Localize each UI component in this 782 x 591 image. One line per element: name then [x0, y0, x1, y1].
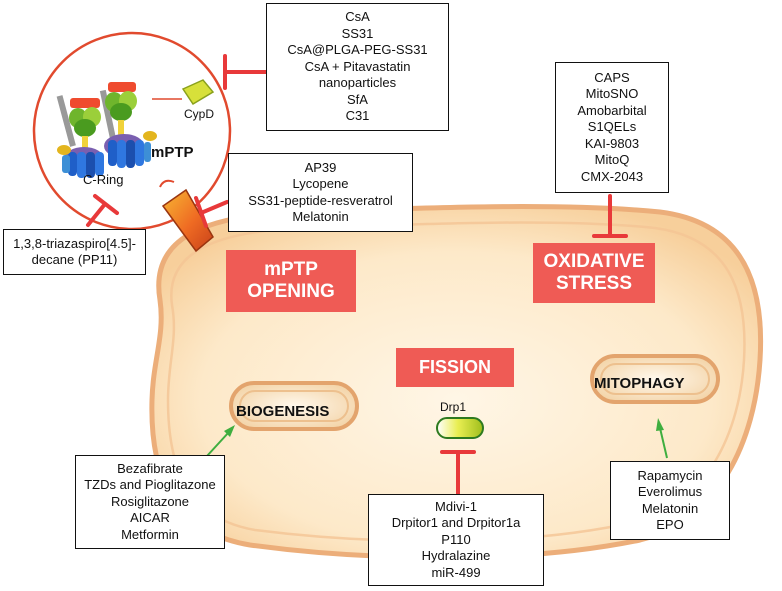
fission-label: FISSION [396, 348, 514, 387]
csa-drug-box: CsA SS31 CsA@PLGA-PEG-SS31 CsA + Pitavas… [266, 3, 449, 131]
drug-name: decane (PP11) [31, 252, 118, 267]
drp1-capsule [436, 417, 484, 439]
drug-name: CsA [345, 9, 370, 25]
mptp-complex [32, 31, 232, 231]
inhibit-channel [194, 196, 229, 228]
fission-drug-box: Mdivi-1 Drpitor1 and Drpitor1a P110 Hydr… [368, 494, 544, 586]
drug-name: Metformin [121, 526, 179, 542]
drug-name: Mdivi-1 [435, 498, 477, 514]
drug-name: C31 [345, 108, 370, 124]
inhibit-drp1 [440, 450, 476, 496]
drug-name: miR-499 [431, 564, 481, 580]
atp-synthase-right-icon [99, 82, 157, 168]
process-label-line: FISSION [418, 357, 491, 377]
drug-name: AP39 [304, 159, 337, 175]
drug-name: SS31-peptide-resveratrol [248, 192, 393, 208]
drug-name: Melatonin [292, 209, 349, 224]
drug-name: Bezafibrate [117, 460, 183, 476]
drug-name: KAI-9803 [584, 135, 640, 151]
biogenesis-label: BIOGENESIS [236, 403, 330, 420]
pore-connector [159, 179, 175, 188]
drug-name: 1,3,8-triazaspiro[4.5]- [13, 235, 136, 251]
drug-name: Drpitor1 and Drpitor1a [391, 515, 521, 531]
biogenesis-drug-box: Bezafibrate TZDs and Pioglitazone Rosigl… [75, 455, 225, 549]
inhibit-cypd [223, 54, 268, 90]
drug-name: Lycopene [292, 176, 349, 191]
drug-name: Hydralazine [421, 548, 491, 564]
drug-name: P110 [441, 531, 471, 547]
drug-name: AICAR [130, 510, 170, 526]
drug-name: CAPS [594, 69, 630, 85]
process-label-line: OPENING [247, 281, 335, 302]
drp1-label: Drp1 [440, 400, 467, 414]
mptp-opening-label: mPTP OPENING [226, 250, 356, 312]
drug-name: S1QELs [587, 119, 637, 135]
drug-name: MitoSNO [585, 86, 639, 102]
cypd-label: CypD [184, 107, 215, 121]
inhibit-oxidative [592, 194, 628, 238]
mptp-label: mPTP [151, 144, 194, 161]
cypd-icon [181, 79, 215, 106]
drug-name: CMX-2043 [580, 168, 644, 184]
drug-name: Melatonin [641, 500, 699, 516]
mitophagy-drug-box: Rapamycin Everolimus Melatonin EPO [610, 461, 730, 540]
cring-label: C-Ring [83, 172, 124, 187]
drug-name: TZDs and Pioglitazone [84, 477, 216, 493]
oxidative-stress-label: OXIDATIVE STRESS [533, 243, 655, 303]
drug-name: nanoparticles [318, 75, 397, 91]
atp-synthase-left-icon [56, 95, 104, 178]
oxidative-drug-box: CAPS MitoSNO Amobarbital S1QELs KAI-9803… [555, 62, 669, 193]
ap39-drug-box: AP39 Lycopene SS31-peptide-resveratrol M… [228, 153, 413, 232]
drug-name: EPO [656, 517, 684, 532]
activate-mitophagy [656, 418, 668, 459]
drug-name: Amobarbital [577, 102, 647, 118]
drug-name: Everolimus [637, 484, 703, 499]
process-label-line: OXIDATIVE [543, 251, 645, 272]
inhibit-cring [86, 194, 119, 227]
drug-name: SfA [347, 91, 368, 107]
mptp-channel-icon [161, 188, 214, 253]
crista-left [229, 381, 359, 431]
drug-name: SS31 [341, 25, 374, 41]
activate-biogenesis [206, 425, 235, 457]
drug-name: Rosiglitazone [110, 493, 190, 509]
drug-name: Rapamycin [637, 467, 703, 483]
process-label-line: STRESS [555, 273, 633, 294]
drug-name: CsA + Pitavastatin [304, 58, 411, 74]
drug-name: CsA@PLGA-PEG-SS31 [287, 42, 428, 58]
pp11-drug-box: 1,3,8-triazaspiro[4.5]- decane (PP11) [3, 229, 146, 275]
crista-right [590, 354, 720, 404]
mitophagy-label: MITOPHAGY [594, 375, 685, 392]
process-label-line: mPTP [264, 259, 318, 280]
drug-name: MitoQ [594, 152, 630, 168]
